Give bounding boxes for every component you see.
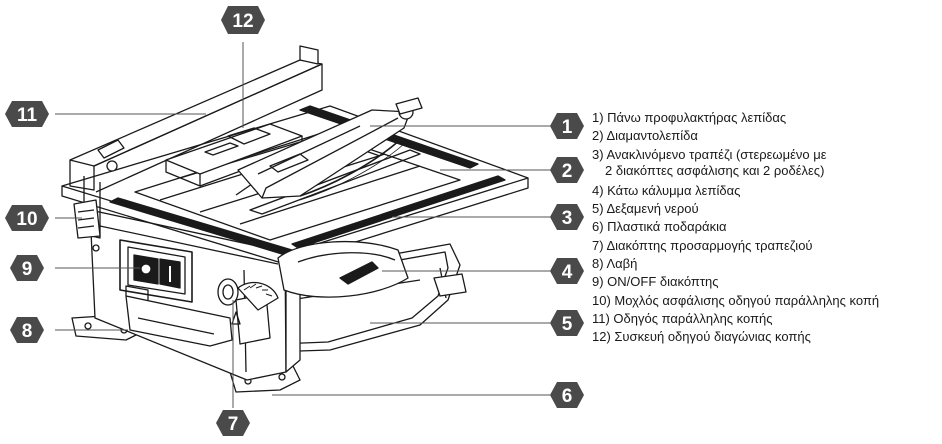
body-bolt (92, 244, 100, 252)
legend-item-text: 3) Ανακλινόμενο τραπέζι (στερεωμένο με (592, 146, 827, 162)
callout-7: 7 (216, 410, 250, 436)
legend-item-7: 7) Διακόπτης προσαρμογής τραπεζιού (592, 237, 813, 253)
callout-number: 9 (22, 259, 33, 280)
legend-item-9: 9) ON/OFF διακόπτης (592, 274, 719, 290)
callout-number: 5 (562, 314, 573, 335)
legend-item-3: 3) Ανακλινόμενο τραπέζι (στερεωμένο με 2… (592, 147, 942, 181)
callout-10: 10 (5, 205, 49, 231)
callout-11: 11 (5, 101, 49, 127)
switch-housing (119, 239, 193, 303)
callout-number: 10 (16, 209, 37, 230)
callout-number: 12 (232, 11, 253, 32)
callout-number: 2 (562, 161, 573, 182)
callout-5: 5 (550, 310, 584, 336)
legend-item-4: 4) Κάτω κάλυμμα λεπίδας (592, 182, 741, 198)
callout-number: 7 (228, 414, 239, 435)
callout-number: 8 (22, 321, 33, 342)
callout-6: 6 (550, 382, 584, 408)
parts-legend: 1) Πάνω προφυλακτήρας λεπίδας 2) Διαμαντ… (592, 110, 942, 348)
legend-item-5: 5) Δεξαμενή νερού (592, 201, 699, 217)
legend-item-6: 6) Πλαστικά ποδαράκια (592, 219, 727, 235)
table-adjust-knob (217, 278, 279, 325)
callout-3: 3 (550, 204, 584, 230)
legend-item-12: 12) Συσκευή οδηγού διαγώνιας κοπής (592, 329, 811, 345)
lower-blade-cover (277, 240, 409, 298)
callout-number: 4 (562, 262, 573, 283)
legend-item-2: 2) Διαμαντολεπίδα (592, 128, 698, 144)
callout-number: 11 (17, 105, 38, 126)
guide-lock-lever (73, 199, 101, 239)
callout-12: 12 (221, 6, 265, 34)
callout-2: 2 (550, 157, 584, 183)
legend-item-11: 11) Οδηγός παράλληλης κοπής (592, 310, 773, 326)
callout-1: 1 (550, 113, 584, 139)
callout-number: 6 (562, 386, 573, 407)
callout-number: 1 (562, 117, 573, 138)
callout-badges: 1 2 3 4 5 6 7 8 (5, 6, 584, 436)
leader-lines (55, 42, 553, 408)
parallel-guide (69, 45, 323, 239)
upper-blade-guard (237, 97, 423, 199)
callout-8: 8 (10, 317, 44, 343)
legend-item-10: 10) Μοχλός ασφάλισης οδηγού παράλληλης κ… (592, 292, 880, 308)
callout-9: 9 (10, 255, 44, 281)
carry-handle (125, 285, 233, 347)
legend-item-1: 1) Πάνω προφυλακτήρας λεπίδας (592, 110, 787, 125)
callout-number: 3 (562, 208, 573, 229)
tile-saw-illustration (61, 45, 529, 393)
legend-item-8: 8) Λαβή (592, 256, 638, 272)
diamond-blade (299, 139, 405, 201)
callout-4: 4 (550, 258, 584, 284)
legend-item-continuation: 2 διακόπτες ασφάλισης και 2 ροδέλες) (605, 162, 825, 178)
